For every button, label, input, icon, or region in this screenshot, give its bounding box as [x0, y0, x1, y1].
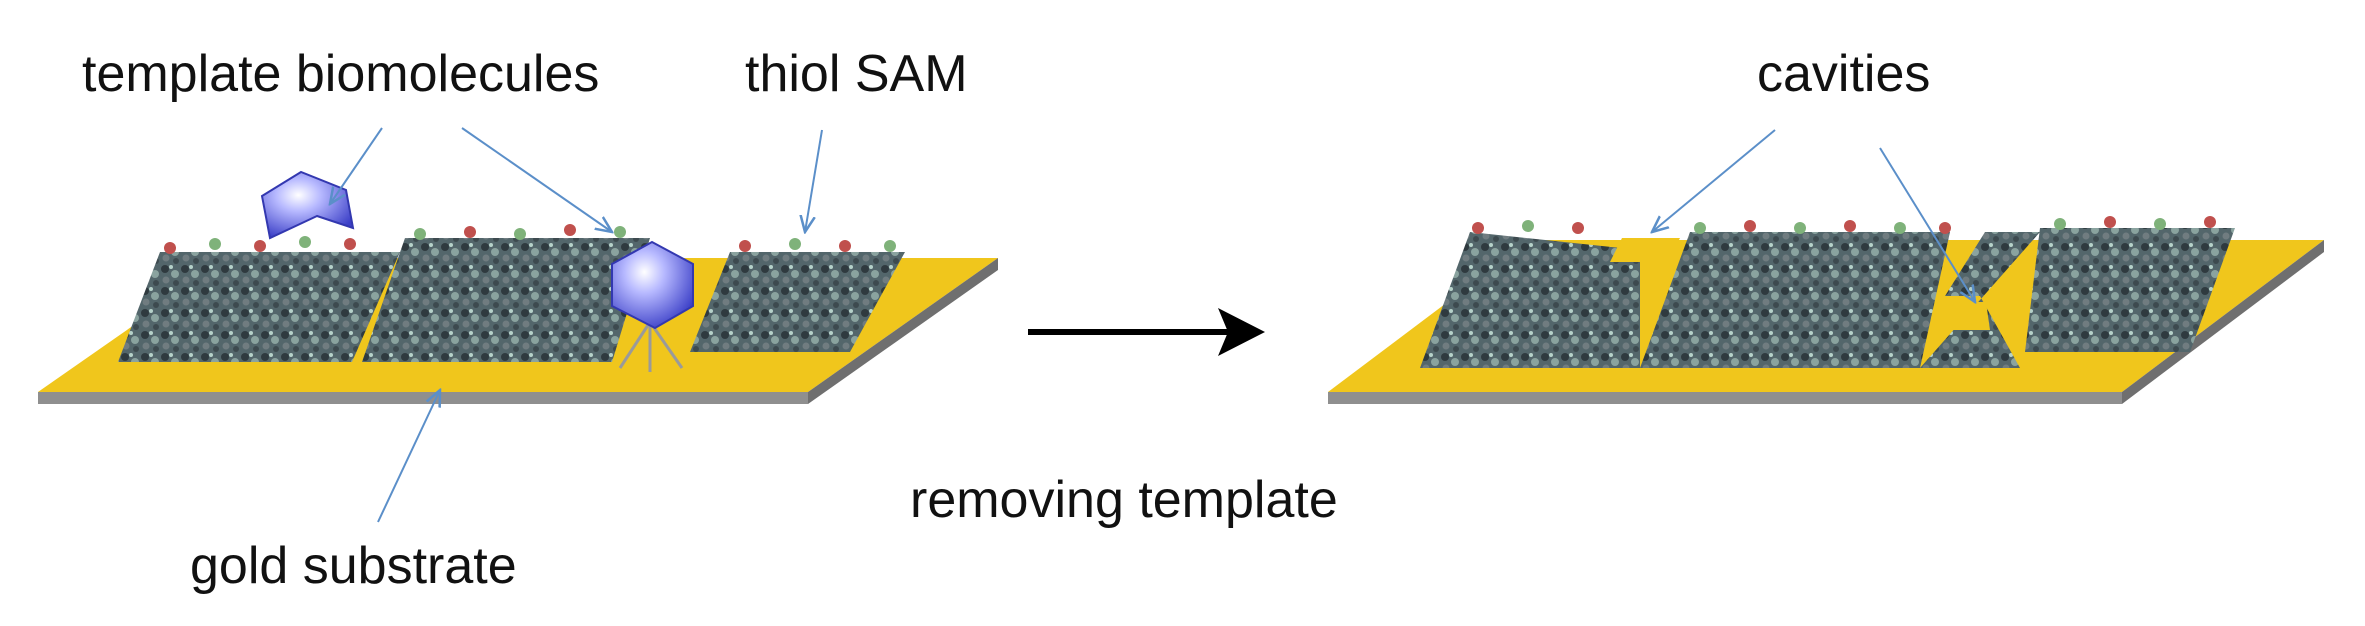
label-gold-substrate: gold substrate [190, 537, 517, 595]
pointer-template-1 [330, 127, 383, 204]
cavity-2 [1948, 302, 1990, 330]
sam-heads-right [1472, 216, 2216, 234]
hexagon-icon [611, 240, 694, 330]
label-template-biomolecules: template biomolecules [82, 45, 600, 103]
cavity-1 [1610, 238, 1680, 262]
biomolecule-2-linkers [618, 321, 684, 372]
sam-block-right-3 [1920, 232, 2040, 368]
pointer-thiol [805, 129, 823, 232]
sam-block-right-2 [1640, 232, 1950, 368]
gold-substrate-left-side [808, 258, 998, 404]
hexagon-icon [260, 170, 355, 240]
sam-block-left-2 [362, 238, 650, 362]
label-cavities: cavities [1757, 45, 1931, 103]
sam-block-right-4 [2025, 228, 2235, 352]
gold-substrate-left-edge [38, 392, 808, 404]
sam-block-left-1 [118, 252, 400, 362]
sam-block-right-1 [1420, 232, 1640, 368]
left-panel [38, 127, 998, 523]
pointer-gold [377, 390, 440, 523]
gold-substrate-right-side [2122, 240, 2324, 404]
label-thiol-sam: thiol SAM [745, 45, 968, 103]
right-panel [1328, 129, 2324, 404]
arrow-right-icon [1028, 308, 1265, 356]
pointer-cavity-2 [1879, 147, 1975, 302]
sam-heads-left [164, 224, 896, 254]
sam-block-left-3 [690, 252, 905, 352]
gold-substrate-right-edge [1328, 392, 2122, 404]
pointer-cavity-1 [1652, 129, 1776, 232]
pointer-template-2 [461, 127, 612, 232]
label-removing-template: removing template [910, 471, 1338, 529]
